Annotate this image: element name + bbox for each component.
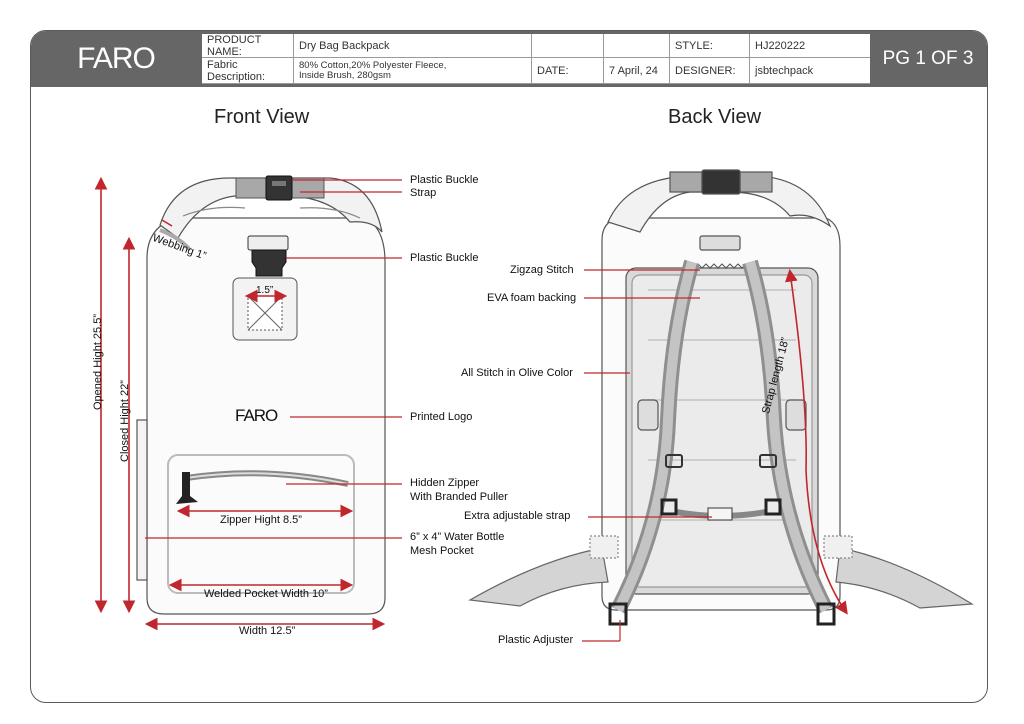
webbing-strap-left [159,228,192,252]
style-value: HJ220222 [750,34,870,58]
header-bar: FARO PRODUCT NAME: Dry Bag Backpack Fabr… [31,31,987,87]
fabric-line-2: Inside Brush, 280gsm [299,69,391,81]
top-buckle-strap [235,175,325,201]
right-d-ring [759,454,777,468]
front-rolltop [159,177,383,239]
zipper-puller [176,472,198,504]
tech-pack-sheet: FARO PRODUCT NAME: Dry Bag Backpack Fabr… [30,30,988,703]
callout-plastic-adjuster: Plastic Adjuster [498,634,574,646]
front-dimensions [94,176,386,631]
back-top-webbing-left [669,171,703,193]
dim-zipper-height: Zipper Hight 8.5” [220,514,302,526]
designer-value: jsbtechpack [750,58,870,84]
side-pocket-edge [136,419,148,581]
page-indicator: PG 1 OF 3 [882,48,974,69]
product-name-label: PRODUCT NAME: [202,34,294,58]
callout-hidden-zipper-2: With Branded Puller [410,491,508,503]
top-strap-left-webbing [235,177,269,199]
front-callout-leaders [145,179,402,539]
hip-belt [468,535,974,609]
date-label: DATE: [532,58,604,84]
callout-plastic-buckle: Plastic Buckle [410,252,479,264]
dim-opened-height: Opened Hight 25.5” [92,313,104,410]
callout-extra-strap: Extra adjustable strap [464,510,571,522]
right-ladder-lock [764,498,782,516]
front-plastic-buckle [251,249,287,277]
left-plastic-adjuster [608,602,628,626]
sternum-buckle [707,507,733,521]
webbing-line [161,219,173,227]
fabric-label: Fabric Description: [202,58,294,84]
zigzag-stitch [693,263,751,269]
front-rolltop-fold [182,206,361,219]
callout-all-stitch: All Stitch in Olive Color [461,367,573,379]
product-name-value: Dry Bag Backpack [294,34,532,58]
back-handle [699,235,741,251]
callout-zigzag-stitch: Zigzag Stitch [510,264,574,276]
designer-label: DESIGNER: [670,58,750,84]
hip-belt-left [468,547,609,607]
strap-length-line [784,268,848,615]
front-view-title: Front View [214,106,310,128]
front-zipper-pocket [167,454,355,594]
back-view-title: Back View [668,106,762,128]
top-strap-right-webbing [289,177,325,199]
callout-bottle-pocket-2: Mesh Pocket [410,545,474,557]
brand-logo: FARO [77,42,156,75]
fabric-line-1: 80% Cotton,20% Polyester Fleece, [299,59,447,71]
fabric-value: 80% Cotton,20% Polyester Fleece, Inside … [294,58,532,84]
back-top-webbing-right [739,171,773,193]
eva-foam-ribs [648,289,796,521]
back-top-buckle [701,169,741,195]
callout-strap: Strap [410,187,437,199]
callout-bottle-pocket-1: 6” x 4” Water Bottle [410,531,505,543]
style-label: STYLE: [670,34,750,58]
hip-belt-right [835,547,974,609]
empty-cell-b [604,34,670,58]
back-rolltop [607,175,832,233]
top-plastic-buckle [265,175,293,201]
dim-buckle-width: 1.5” [256,285,274,296]
left-d-ring [665,454,683,468]
callout-hidden-zipper-1: Hidden Zipper [410,477,480,489]
callout-plastic-buckle-top: Plastic Buckle [410,174,479,186]
date-value: 7 April, 24 [604,58,670,84]
callout-eva-foam: EVA foam backing [487,292,577,304]
back-callout-leaders [582,269,712,642]
dim-pocket-width: Welded Pocket Width 10” [204,588,328,600]
callout-printed-logo: Printed Logo [410,411,473,423]
spec-table: PRODUCT NAME: Dry Bag Backpack Fabric De… [202,34,870,84]
dim-width: Width 12.5” [239,625,296,637]
dim-closed-height: Closed Hight 22” [119,380,131,462]
left-ladder-lock [660,498,678,516]
back-dimensions [784,268,848,615]
empty-cell-a [532,34,604,58]
printed-logo-text: FARO [235,406,278,425]
